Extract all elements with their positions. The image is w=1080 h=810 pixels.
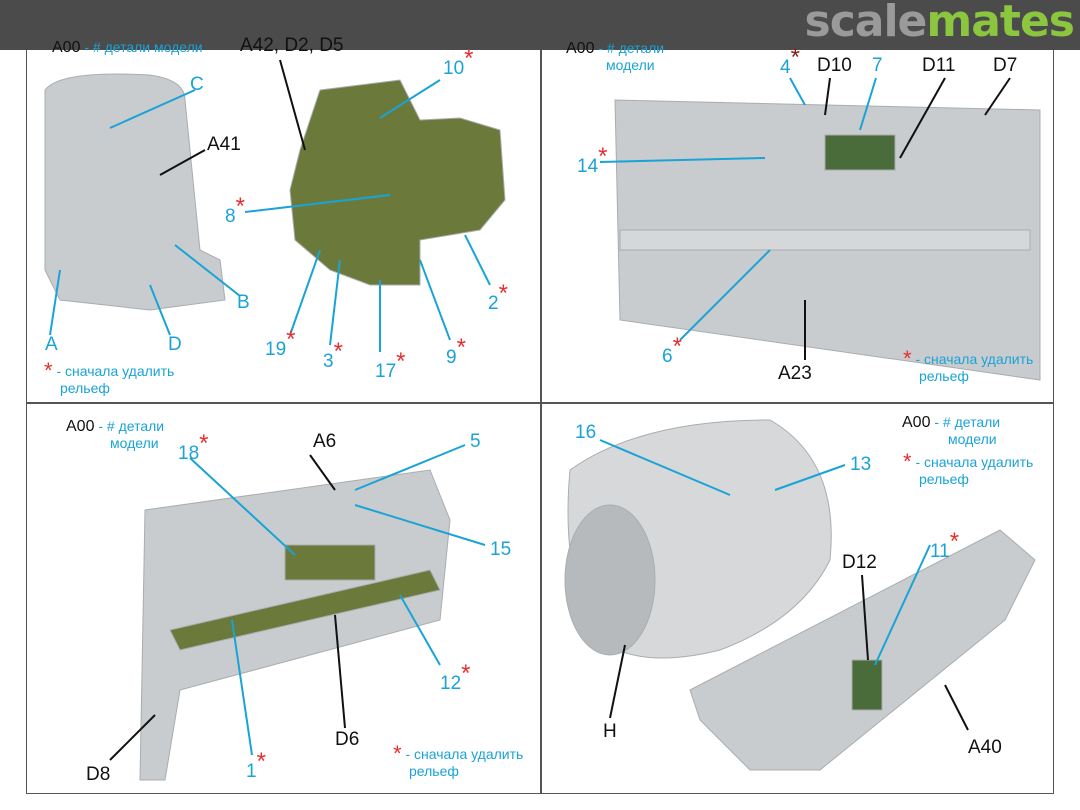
label-8: 8* — [225, 193, 245, 227]
label-A23: A23 — [778, 363, 812, 384]
switch-panel-part — [284, 544, 376, 581]
label-A40: A40 — [968, 737, 1002, 758]
seat-part — [44, 73, 226, 311]
small-panel-part — [851, 659, 883, 711]
label-D10: D10 — [817, 55, 852, 76]
label-13: 13 — [850, 454, 872, 475]
label-18: 18* — [178, 430, 209, 464]
scalemates-logo[interactable]: scalemates — [804, 0, 1075, 47]
site-header-bar: scalemates — [0, 0, 1080, 50]
label-A6: A6 — [313, 431, 337, 452]
legend-parts: A00 - # детали модели — [52, 39, 203, 56]
label-3: 3* — [323, 338, 343, 372]
label-1: 1* — [246, 748, 266, 782]
cowling-opening — [564, 504, 656, 656]
gear-box-part — [824, 134, 896, 171]
label-D11: D11 — [922, 55, 956, 76]
label-A42-D2-D5: A42, D2, D5 — [240, 35, 344, 56]
label-D7: D7 — [993, 55, 1018, 76]
frame-bar — [619, 229, 1031, 251]
label-16: 16 — [575, 422, 597, 443]
label-D8: D8 — [86, 764, 111, 785]
instrument-panel-part — [289, 79, 506, 286]
side-console-part — [169, 569, 441, 651]
label-19: 19* — [265, 326, 296, 360]
frame-A40-part — [689, 529, 1036, 771]
label-C: C — [190, 74, 204, 95]
panel-frame-bl — [26, 402, 542, 794]
label-D: D — [168, 334, 182, 355]
label-B: B — [237, 292, 250, 313]
side-frame-part — [139, 469, 451, 781]
label-D12: D12 — [842, 552, 877, 573]
label-12: 12* — [440, 660, 471, 694]
label-14: 14* — [577, 143, 608, 177]
label-7: 7 — [872, 55, 883, 76]
label-9: 9* — [446, 334, 466, 368]
label-15: 15 — [490, 539, 512, 560]
label-6: 6* — [662, 333, 682, 367]
label-4: 4* — [780, 44, 800, 78]
label-H: H — [603, 721, 617, 742]
label-A41: A41 — [207, 134, 241, 155]
label-A: A — [45, 334, 58, 355]
label-10: 10* — [443, 45, 474, 79]
label-2: 2* — [488, 280, 508, 314]
label-D6: D6 — [335, 729, 360, 750]
label-11: 11* — [930, 528, 960, 562]
label-17: 17* — [375, 348, 406, 382]
label-5: 5 — [470, 431, 481, 452]
panel-frame-br — [540, 402, 1054, 794]
